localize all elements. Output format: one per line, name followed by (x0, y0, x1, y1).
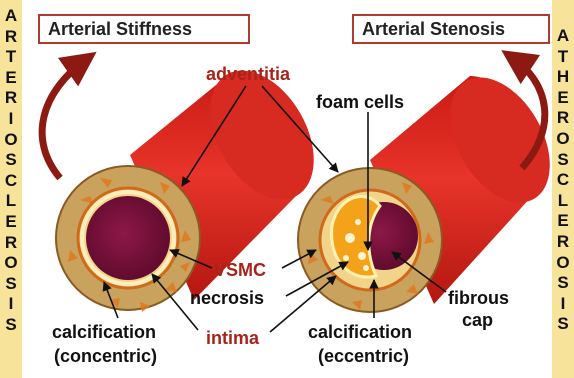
label-concentric: (concentric) (54, 346, 157, 366)
label-adventitia: adventitia (206, 64, 291, 84)
left-lumen (86, 196, 170, 280)
arrow-to-stiffness (42, 58, 88, 178)
label-calcification-left: calcification (52, 322, 156, 342)
label-fibrous: fibrous (448, 288, 509, 308)
label-fibrous-cap: cap (462, 310, 493, 330)
label-calcification-right: calcification (308, 322, 412, 342)
label-foam-cells: foam cells (316, 92, 404, 112)
title-arterial-stiffness: Arterial Stiffness (38, 14, 250, 44)
label-eccentric: (eccentric) (318, 346, 409, 366)
label-necrosis: necrosis (190, 288, 264, 308)
label-intima: intima (206, 328, 260, 348)
label-vsmc: VSMC (214, 260, 266, 280)
title-arterial-stenosis: Arterial Stenosis (352, 14, 550, 44)
